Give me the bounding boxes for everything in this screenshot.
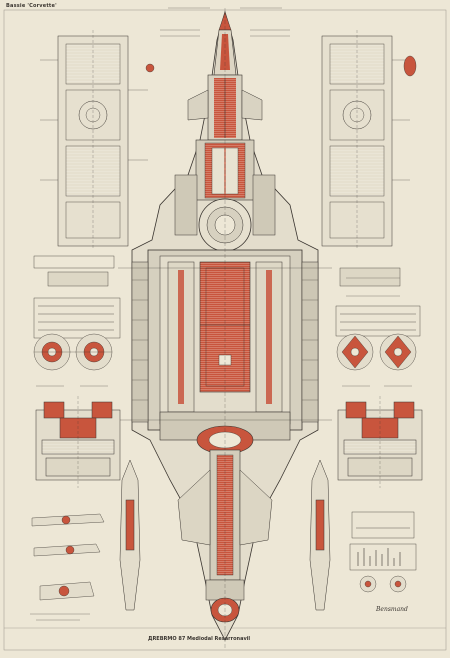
small-craft-left bbox=[31, 513, 105, 601]
chart-box bbox=[349, 511, 417, 593]
turret-detail-right bbox=[337, 396, 423, 488]
side-elevation-right bbox=[321, 30, 417, 250]
engine-detail bbox=[119, 459, 331, 611]
left-detail-panel bbox=[33, 255, 121, 371]
footer-title: ДREBRMO 87 Mediodal Resarronavil bbox=[148, 636, 251, 642]
turret-detail bbox=[35, 396, 121, 488]
signature: Bensmand bbox=[376, 606, 408, 613]
spaceship-main-plan bbox=[118, 8, 332, 648]
side-elevation-left bbox=[40, 30, 155, 250]
right-detail-panel bbox=[335, 267, 421, 371]
poster-title: Bassie 'Corvette' bbox=[6, 3, 57, 9]
